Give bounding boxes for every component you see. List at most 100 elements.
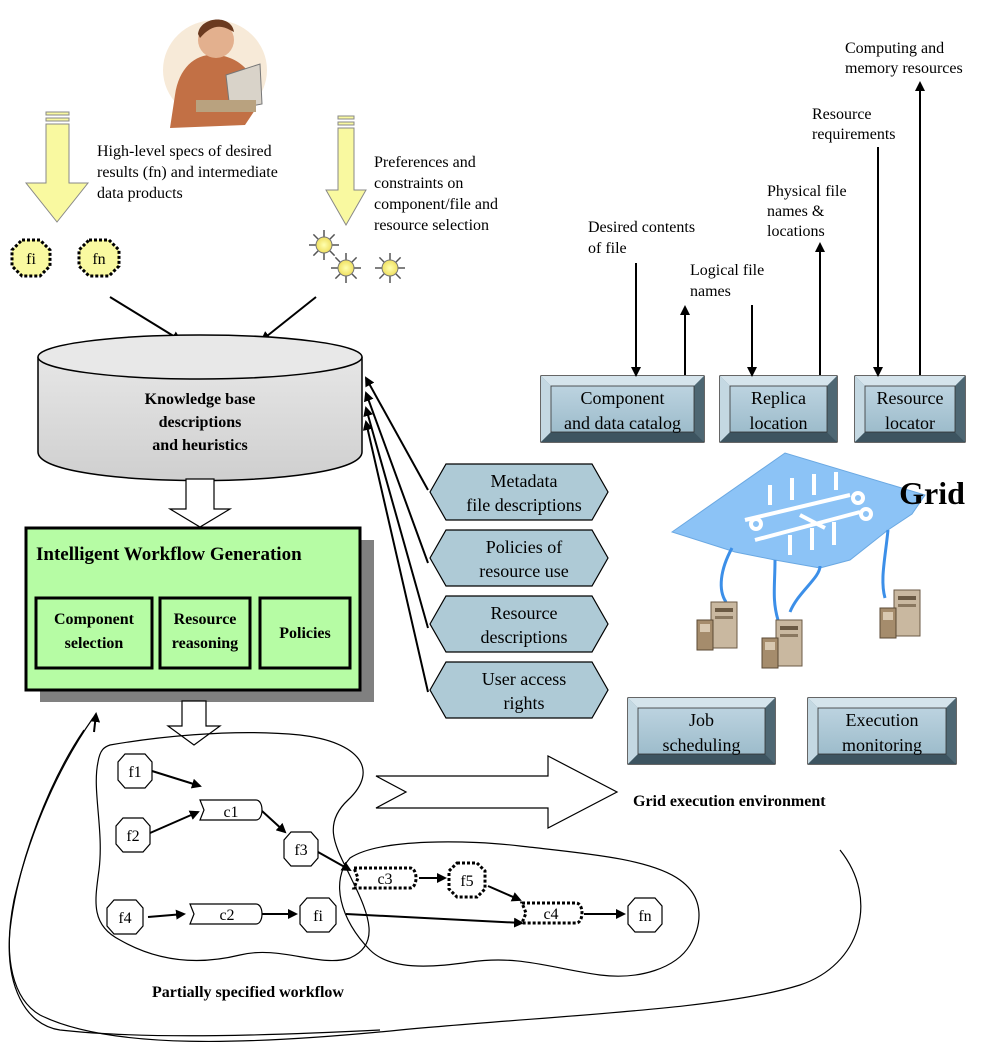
specs-arrow — [24, 111, 90, 223]
sun-icon — [375, 253, 405, 283]
sun-icon — [309, 230, 339, 260]
iwg-resource-1: Resource — [174, 611, 237, 628]
svg-text:file descriptions: file descriptions — [466, 495, 581, 515]
sun-icon — [331, 253, 361, 283]
iwg-component-2: selection — [65, 635, 124, 652]
wf-node-f3: f3 — [283, 831, 319, 867]
svg-text:f3: f3 — [294, 842, 307, 859]
preferences-arrow — [325, 115, 367, 227]
preferences-text: Preferences and constraints on component… — [374, 154, 498, 234]
hex-1: Metadata file descriptions — [429, 463, 609, 521]
kb-line-2: descriptions — [159, 414, 242, 431]
spec-node-fn: fn — [77, 238, 121, 278]
svg-text:data products: data products — [97, 185, 183, 202]
svg-text:Resource: Resource — [812, 106, 872, 123]
svg-text:results (fn) and intermediate: results (fn) and intermediate — [97, 164, 278, 181]
svg-text:Metadata: Metadata — [491, 471, 558, 491]
svg-text:resource use: resource use — [479, 561, 568, 581]
svg-text:f2: f2 — [126, 828, 139, 845]
svg-text:f4: f4 — [118, 910, 131, 927]
svg-text:High-level specs of desired: High-level specs of desired — [97, 143, 272, 160]
wf-node-c1: c1 — [199, 799, 263, 821]
computer-icons — [696, 589, 921, 669]
svg-text:of file: of file — [588, 240, 627, 257]
hex-4: User access rights — [429, 661, 609, 719]
service-job: Job scheduling — [627, 697, 776, 765]
iwg-policies: Policies — [279, 625, 331, 642]
iwg-component-1: Component — [54, 611, 135, 628]
svg-text:resource selection: resource selection — [374, 217, 489, 234]
svg-text:fn: fn — [92, 251, 105, 268]
service-labels: Desired contents of file Logical file na… — [588, 40, 963, 300]
computer-icon — [879, 589, 921, 639]
svg-text:c3: c3 — [377, 871, 392, 888]
hex-2: Policies of resource use — [429, 529, 609, 587]
svg-text:monitoring: monitoring — [842, 735, 922, 755]
service-locator: Resource locator — [854, 375, 966, 443]
iwg-resource-2: reasoning — [172, 635, 238, 652]
kb-line-1: Knowledge base — [145, 391, 256, 408]
svg-text:User access: User access — [482, 669, 566, 689]
wf-node-c4: c4 — [519, 901, 584, 925]
hex-3: Resource descriptions — [429, 595, 609, 653]
svg-text:location: location — [750, 413, 808, 433]
svg-text:memory resources: memory resources — [845, 60, 963, 77]
grid-icon: Grid — [670, 452, 965, 621]
wf-node-c2: c2 — [189, 903, 263, 925]
svg-text:Job: Job — [689, 710, 714, 730]
svg-text:Execution: Execution — [846, 710, 919, 730]
svg-text:rights: rights — [503, 693, 544, 713]
svg-text:c4: c4 — [543, 906, 558, 923]
workflow-graph: f1 f2 f3 f4 f5 fi fn c1 c2 c3 c4 — [106, 753, 663, 935]
kb-line-3: and heuristics — [152, 437, 248, 454]
wf-node-fi: fi — [299, 897, 337, 933]
user-icon — [163, 19, 267, 129]
wf-node-c3: c3 — [351, 866, 418, 890]
svg-text:locations: locations — [767, 223, 825, 240]
svg-text:Logical file: Logical file — [690, 262, 764, 279]
svg-text:Policies of: Policies of — [486, 537, 563, 557]
svg-text:component/file and: component/file and — [374, 196, 498, 213]
svg-text:descriptions: descriptions — [481, 627, 568, 647]
svg-text:requirements: requirements — [812, 126, 896, 143]
grid-execution-label: Grid execution environment — [633, 793, 826, 810]
wf-node-f2: f2 — [115, 817, 151, 853]
sun-icons — [309, 230, 405, 283]
svg-text:locator: locator — [885, 413, 935, 433]
specs-text: High-level specs of desired results (fn)… — [97, 143, 278, 202]
svg-text:names &: names & — [767, 203, 825, 220]
svg-text:Resource: Resource — [877, 388, 944, 408]
svg-text:Replica: Replica — [751, 388, 806, 408]
svg-text:f1: f1 — [128, 764, 141, 781]
svg-text:Resource: Resource — [491, 603, 558, 623]
svg-text:f5: f5 — [460, 873, 473, 890]
kb-to-iwg-arrow — [167, 478, 233, 528]
spec-node-fi: fi — [10, 238, 52, 278]
svg-text:c1: c1 — [223, 804, 238, 821]
svg-text:constraints on: constraints on — [374, 175, 463, 192]
svg-text:fn: fn — [638, 908, 651, 925]
wf-node-f5: f5 — [447, 861, 487, 899]
iwg-to-workflow-arrow — [166, 700, 222, 746]
grid-label: Grid — [899, 475, 965, 511]
svg-text:fi: fi — [26, 251, 36, 268]
wf-node-f4: f4 — [106, 899, 144, 935]
svg-text:Desired contents: Desired contents — [588, 219, 695, 236]
grid-execution-arrow — [375, 755, 619, 829]
svg-text:Component: Component — [581, 388, 665, 408]
knowledge-base: Knowledge base descriptions and heuristi… — [37, 334, 363, 482]
workflow-blobs — [8, 717, 862, 1043]
computer-icon — [696, 601, 738, 651]
iwg-panel: Intelligent Workflow Generation Componen… — [24, 526, 374, 702]
svg-text:scheduling: scheduling — [663, 735, 741, 755]
svg-text:Preferences and: Preferences and — [374, 154, 476, 171]
svg-text:Computing and: Computing and — [845, 40, 944, 57]
wf-node-fn: fn — [627, 897, 663, 933]
svg-text:names: names — [690, 283, 731, 300]
service-replica: Replica location — [719, 375, 838, 443]
iwg-title: Intelligent Workflow Generation — [36, 544, 302, 565]
